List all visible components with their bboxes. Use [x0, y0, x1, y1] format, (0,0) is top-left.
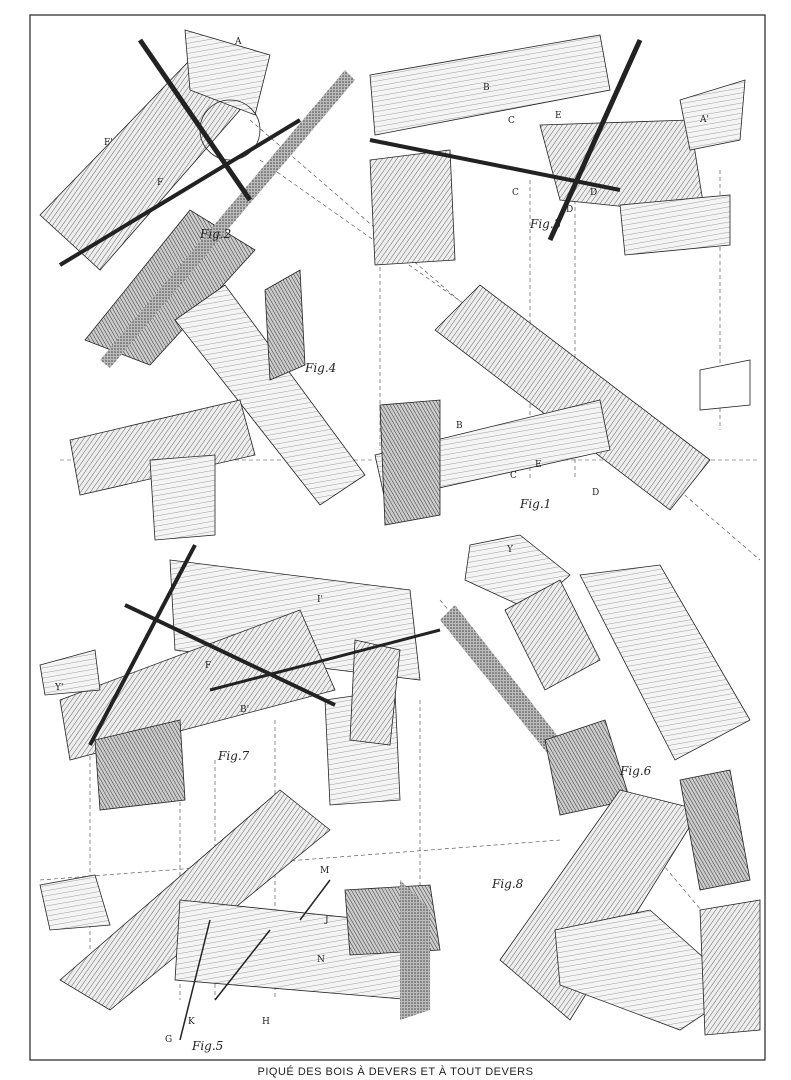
letter: C [512, 188, 519, 198]
figure-labels: Fig.2 Fig.3 Fig.4 Fig.1 Fig.7 Fig.6 Fig.… [191, 217, 652, 1053]
fig-7-label: Fig.7 [217, 749, 250, 763]
letter: D [590, 188, 597, 198]
letter: N [317, 955, 325, 965]
letter: B' [240, 705, 249, 715]
point-letters: A F' F B C E D A' C D B C E D Y' Y I' F … [54, 37, 709, 1045]
fig-2-label: Fig.2 [199, 227, 231, 241]
fig-7-drawing [39, 544, 441, 811]
plate-caption: PIQUÉ DES BOIS À DEVERS ET À TOUT DEVERS [257, 1066, 534, 1078]
letter: K [188, 1017, 195, 1027]
letter: B [483, 83, 490, 93]
letter: I' [317, 595, 323, 605]
letter: M [320, 866, 329, 876]
fig-3-label: Fig.3 [529, 217, 562, 231]
letter: G [165, 1035, 172, 1045]
fig-6-drawing [440, 534, 751, 816]
fig-4-label: Fig.4 [304, 361, 336, 375]
letter: F [157, 178, 163, 188]
fig-3-drawing [369, 34, 746, 266]
letter: C [510, 471, 517, 481]
letter: F' [104, 138, 113, 148]
letter: C [508, 116, 515, 126]
letter: B [456, 421, 463, 431]
letter: D [592, 488, 599, 498]
fig-2-drawing [39, 29, 355, 368]
fig-5-drawing [39, 789, 441, 1041]
fig-5-label: Fig.5 [191, 1039, 223, 1053]
letter: D [566, 205, 573, 215]
letter: Y [506, 545, 514, 555]
fig-6-label: Fig.6 [619, 764, 652, 778]
fig-1-label: Fig.1 [519, 497, 551, 511]
letter: F [205, 661, 211, 671]
letter: J [324, 915, 329, 925]
letter: Y' [54, 683, 63, 693]
letter: E [535, 460, 542, 470]
letter: A' [699, 115, 709, 125]
letter: A [234, 37, 242, 47]
letter: E [555, 111, 562, 121]
fig-8-drawing [499, 769, 761, 1036]
fig-4-drawing [69, 269, 366, 541]
fig-1-drawing [374, 284, 751, 526]
fig-8-label: Fig.8 [491, 877, 524, 891]
letter: H [262, 1017, 270, 1027]
